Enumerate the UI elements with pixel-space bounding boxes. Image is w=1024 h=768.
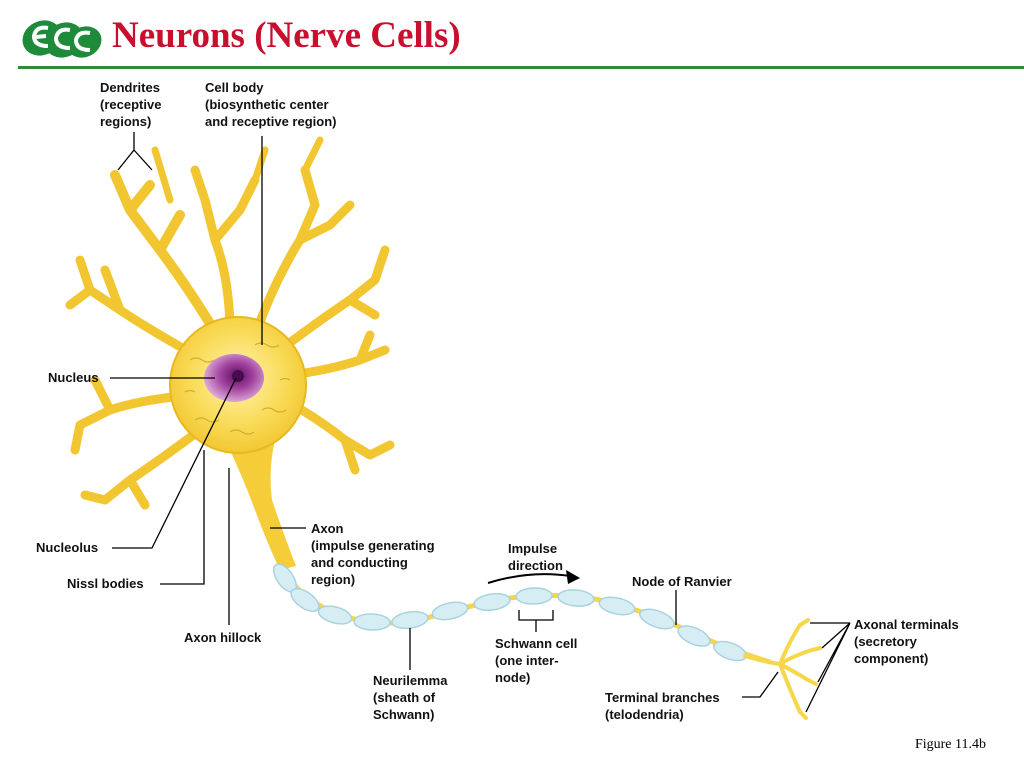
ecc-logo bbox=[22, 20, 102, 58]
label-nucleolus: Nucleolus bbox=[36, 540, 99, 555]
page-title: Neurons (Nerve Cells) bbox=[112, 15, 461, 56]
leader-lines bbox=[110, 132, 851, 713]
label-node-of-ranvier: Node of Ranvier bbox=[632, 574, 732, 589]
nissl-bodies bbox=[184, 342, 291, 435]
label-terminal-branches: Terminal branches(telodendria) bbox=[605, 690, 720, 722]
title-underline bbox=[18, 66, 1024, 69]
label-nucleus: Nucleus bbox=[48, 370, 99, 385]
impulse-arrow-head bbox=[566, 570, 580, 584]
axon-hillock-shape bbox=[225, 440, 296, 570]
terminal-branches bbox=[743, 618, 822, 720]
label-nissl-bodies: Nissl bodies bbox=[67, 576, 144, 591]
nucleolus bbox=[232, 370, 244, 382]
figure-caption: Figure 11.4b bbox=[914, 737, 986, 752]
label-schwann-cell: Schwann cell(one inter-node) bbox=[495, 636, 578, 685]
myelin-sheath bbox=[272, 563, 747, 662]
label-axon-hillock: Axon hillock bbox=[184, 630, 262, 645]
dendrites bbox=[65, 136, 395, 510]
impulse-direction-arrow bbox=[487, 573, 571, 584]
